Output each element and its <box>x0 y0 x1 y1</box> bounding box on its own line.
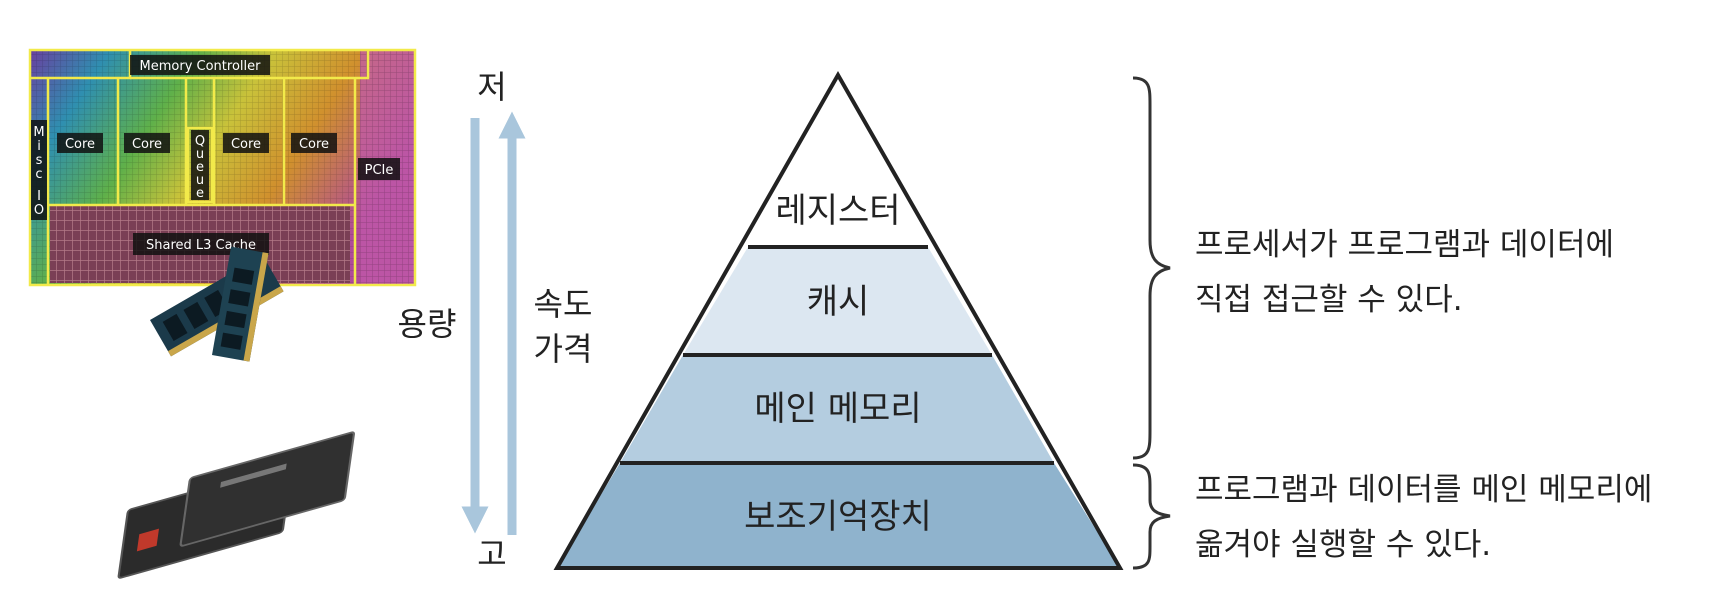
misc-io-label: M i s c I O <box>33 125 44 218</box>
core-label: Core <box>65 137 95 152</box>
ssd-drives-image <box>117 431 355 579</box>
tier-main-memory-label: 메인 메모리 <box>754 389 921 429</box>
queue-label: Q u e u e <box>195 134 205 201</box>
upper-brace <box>1132 76 1171 460</box>
speed-label: 속도 <box>534 285 593 323</box>
svg-text:O: O <box>34 203 44 218</box>
ram-modules-image <box>150 246 284 362</box>
pcie-label: PCIe <box>365 163 394 178</box>
axis-bottom-label: 고 <box>477 535 506 573</box>
tier-secondary-storage <box>557 463 1120 568</box>
capacity-label: 용량 <box>398 305 457 343</box>
cpu-die-image: Memory Controller Core Core Core Core Q … <box>28 48 417 287</box>
lower-note-line: 옮겨야 실행할 수 있다. <box>1195 527 1491 563</box>
svg-text:e: e <box>196 160 204 175</box>
core-label: Core <box>132 137 162 152</box>
price-label: 가격 <box>534 330 593 368</box>
lower-note-line: 프로그램과 데이터를 메인 메모리에 <box>1195 472 1652 508</box>
svg-text:u: u <box>196 147 204 162</box>
svg-text:s: s <box>36 153 43 168</box>
tier-cache <box>683 247 992 355</box>
hierarchy-axis: 저 고 용량 속도 가격 <box>398 68 593 573</box>
svg-text:I: I <box>37 189 41 204</box>
upper-note: 프로세서가 프로그램과 데이터에 직접 접근할 수 있다. <box>1195 227 1614 318</box>
tier-secondary-storage-label: 보조기억장치 <box>744 497 932 537</box>
svg-text:c: c <box>35 167 42 182</box>
pyramid-outline <box>553 70 1124 570</box>
memory-controller-label: Memory Controller <box>140 59 262 74</box>
tier-main-memory <box>620 355 1054 463</box>
svg-text:e: e <box>196 186 204 201</box>
upper-note-line: 직접 접근할 수 있다. <box>1195 282 1463 318</box>
memory-pyramid: 레지스터 캐시 메인 메모리 보조기억장치 <box>553 70 1124 570</box>
tier-cache-label: 캐시 <box>807 282 870 322</box>
svg-text:u: u <box>196 173 204 188</box>
tier-register <box>748 75 928 247</box>
lower-note: 프로그램과 데이터를 메인 메모리에 옮겨야 실행할 수 있다. <box>1195 472 1652 563</box>
upper-note-line: 프로세서가 프로그램과 데이터에 <box>1195 227 1614 263</box>
lower-brace <box>1132 463 1171 570</box>
svg-text:i: i <box>37 139 41 154</box>
svg-text:Q: Q <box>195 134 205 149</box>
l3-cache-label: Shared L3 Cache <box>146 238 256 253</box>
axis-top-label: 저 <box>477 68 506 106</box>
core-label: Core <box>231 137 261 152</box>
svg-text:M: M <box>33 125 44 140</box>
tier-register-label: 레지스터 <box>775 191 900 231</box>
core-label: Core <box>299 137 329 152</box>
